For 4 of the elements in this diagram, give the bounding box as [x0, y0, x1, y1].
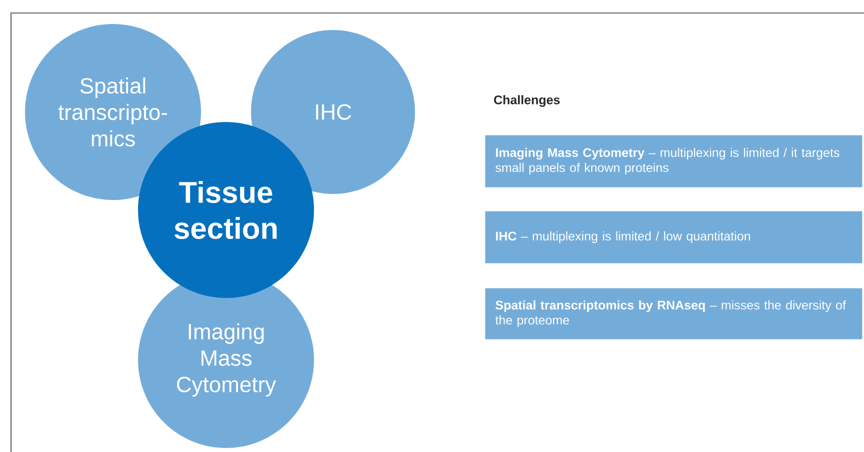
- challenge-box: Spatial transcriptomics by RNAseq – misses the diversity of the proteome: [485, 288, 862, 340]
- challenge-box: Imaging Mass Cytometry – multiplexing is limited / it targets small panels of known proteins: [485, 135, 862, 188]
- challenge-box: IHC – multiplexing is limited / low quantitation: [485, 211, 862, 264]
- heading: Challenges: [494, 95, 560, 107]
